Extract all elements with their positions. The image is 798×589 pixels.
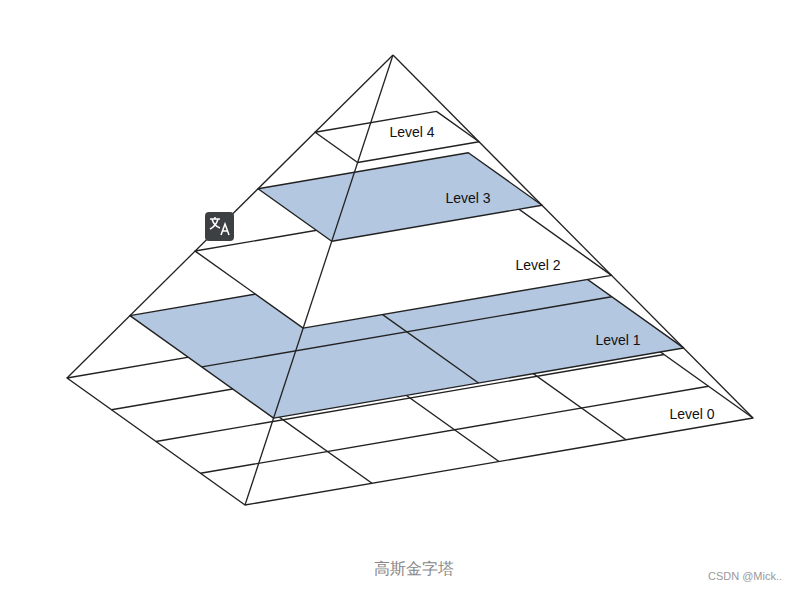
translate-icon	[205, 212, 234, 241]
level-label: Level 3	[442, 189, 493, 207]
pyramid-edge	[245, 55, 393, 505]
watermark: CSDN @Mick..	[705, 569, 785, 584]
level-label: Level 4	[386, 123, 437, 141]
level-label: Level 0	[666, 405, 717, 423]
pyramid-edge	[67, 55, 393, 378]
figure-caption: 高斯金字塔	[371, 559, 457, 579]
level-plane	[258, 153, 542, 242]
icon-glyph	[210, 217, 229, 235]
pyramid-edge	[393, 55, 753, 418]
level-label: Level 2	[512, 256, 563, 274]
level-label: Level 1	[592, 331, 643, 349]
level-plane	[315, 111, 479, 162]
icon-ground	[205, 212, 234, 241]
